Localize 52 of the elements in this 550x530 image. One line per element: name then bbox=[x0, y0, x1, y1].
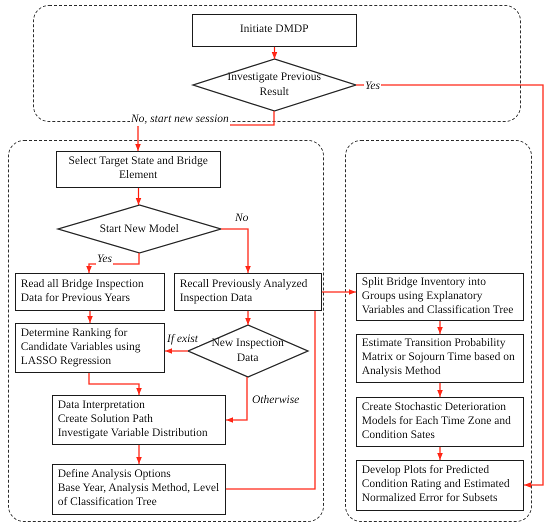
box-text: Create Stochastic Deterioration Models for Each Time Zone and Condition Sates bbox=[362, 400, 512, 442]
process-box bbox=[174, 272, 322, 311]
decision-diamond bbox=[58, 204, 221, 253]
decision-diamond bbox=[192, 58, 356, 111]
arrow bbox=[86, 253, 140, 273]
process-box bbox=[56, 150, 221, 188]
arrow bbox=[437, 321, 443, 334]
process-box bbox=[14, 322, 165, 373]
process-box bbox=[52, 464, 226, 515]
arrow bbox=[437, 383, 443, 397]
edge-label: Yes bbox=[96, 253, 113, 266]
arrow bbox=[136, 188, 142, 205]
box-text: Develop Plots for Predicted Condition Rating and Estimated Normalized Error for Subsets bbox=[362, 464, 511, 506]
arrow bbox=[87, 311, 93, 323]
group-frame bbox=[8, 140, 324, 522]
box-text: Recall Previously Analyzed Inspection Data bbox=[180, 278, 308, 306]
process-box bbox=[14, 272, 165, 311]
arrow bbox=[245, 311, 251, 325]
box-text: Data Interpretation bbox=[58, 398, 146, 413]
decision-text: New Inspection Data bbox=[210, 336, 285, 366]
arrow bbox=[437, 447, 443, 460]
process-box bbox=[192, 14, 357, 47]
process-box bbox=[356, 272, 524, 321]
edge-label: No, start new session bbox=[130, 113, 230, 126]
arrow bbox=[226, 377, 248, 423]
box-text: Base Year, Analysis Method, Level of Classification Tree bbox=[58, 482, 220, 510]
decision-text: Start New Model bbox=[100, 222, 179, 236]
box-text: Split Bridge Inventory into Groups using Explanatory Variables and Classification Tree bbox=[362, 276, 514, 318]
box-text: Initiate DMDP bbox=[240, 23, 309, 38]
arrow bbox=[221, 228, 251, 273]
decision-text: Investigate Previous Result bbox=[226, 70, 322, 100]
arrow bbox=[136, 445, 142, 464]
box-text: Select Target State and Bridge Element bbox=[68, 155, 209, 183]
box-text: Determine Ranking for Candidate Variables using LASSO Regression bbox=[20, 326, 142, 368]
box-text: Read all Bridge Inspection Data for Previous Years bbox=[20, 278, 145, 306]
connector-line bbox=[226, 311, 316, 490]
box-text: Investigate Variable Distribution bbox=[58, 426, 209, 440]
arrow bbox=[356, 84, 544, 488]
arrow bbox=[88, 373, 142, 395]
box-text: Define Analysis Options bbox=[58, 468, 172, 482]
edge-label: If exist bbox=[166, 333, 199, 346]
box-text: Create Solution Path bbox=[58, 412, 154, 427]
process-box bbox=[356, 334, 524, 383]
arrow bbox=[165, 348, 188, 354]
arrow bbox=[322, 289, 356, 295]
group-frame bbox=[33, 5, 521, 122]
process-box bbox=[356, 396, 524, 447]
process-box bbox=[52, 394, 226, 445]
group-frame bbox=[345, 140, 532, 522]
arrow bbox=[272, 47, 278, 59]
box-text: Estimate Transition Probability Matrix or Sojourn Time based on Analysis Method bbox=[362, 337, 516, 379]
process-box bbox=[356, 460, 524, 511]
